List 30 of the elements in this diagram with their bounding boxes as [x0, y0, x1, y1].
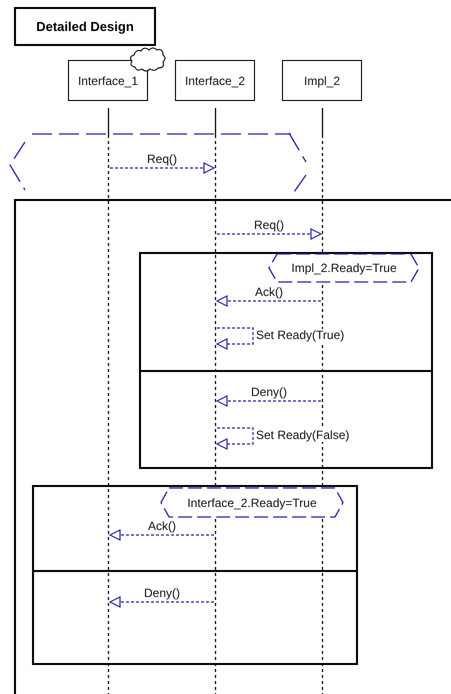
message-arrow: [216, 295, 321, 307]
message-label: Ack(): [254, 286, 284, 299]
message-arrow: [216, 395, 321, 407]
lifeline-head-box: [68, 60, 148, 101]
lifeline-head-box: [282, 60, 362, 101]
diagram-title: Detailed Design: [14, 7, 156, 46]
message-label: Deny(): [250, 386, 288, 399]
message-label: Deny(): [142, 587, 181, 600]
guard-condition: Impl_2.Ready=True: [291, 261, 397, 275]
message-arrow: [110, 162, 215, 174]
guard-hexagon: [268, 253, 420, 283]
message-arrow: [216, 427, 254, 450]
message-label: Set Ready(False): [255, 429, 350, 442]
message-label: Req(): [146, 153, 178, 166]
cloud-shape: [128, 47, 168, 73]
lifeline: [107, 108, 110, 694]
message-label: Set Ready(True): [255, 329, 346, 342]
lifeline-name: Impl_2: [304, 74, 340, 88]
lifeline-name: Interface_2: [184, 74, 246, 88]
lifeline-name: Interface_1: [78, 74, 138, 88]
message-arrow: [109, 596, 214, 608]
message-label: Ack(): [147, 520, 177, 533]
message-arrow: [216, 327, 254, 350]
message-label: Req(): [252, 219, 285, 232]
guard-hexagon: [160, 487, 344, 518]
message-arrow: [217, 228, 322, 240]
frame-box: [32, 485, 358, 665]
guard-condition: Interface_2.Ready=True: [187, 496, 317, 510]
lifeline-head-box: [175, 60, 255, 101]
message-arrow: [109, 529, 214, 541]
